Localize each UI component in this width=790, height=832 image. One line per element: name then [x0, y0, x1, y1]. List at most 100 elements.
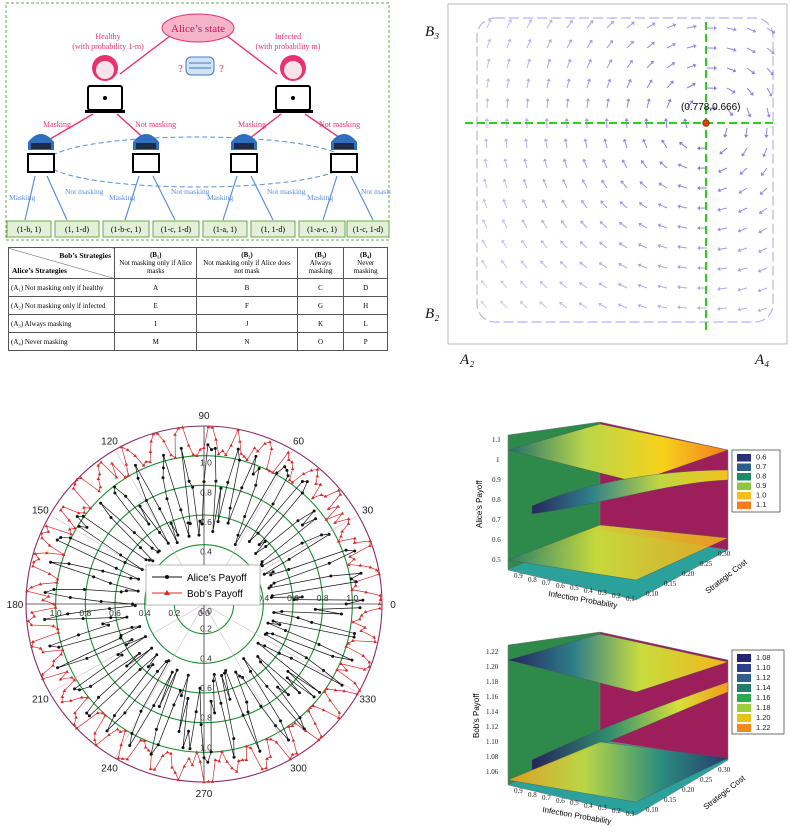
alice-point	[130, 626, 133, 629]
alice-point	[206, 761, 209, 764]
column-header-b1: (B₁)Not masking only if Alice masks	[115, 248, 197, 279]
field-arrowhead	[697, 286, 700, 290]
field-arrow	[507, 22, 510, 28]
colorbar-label: 1.22	[756, 723, 771, 732]
field-arrowhead	[657, 284, 660, 288]
x-tick: 0.8	[528, 576, 537, 584]
field-arrowhead	[503, 158, 507, 161]
field-arrow	[767, 68, 772, 73]
field-arrow	[563, 222, 567, 228]
field-arrowhead	[545, 118, 549, 121]
alice-point	[113, 714, 116, 717]
field-arrow	[607, 42, 611, 48]
alice-point	[198, 520, 201, 523]
field-arrowhead	[565, 118, 569, 121]
field-arrowhead	[697, 166, 700, 170]
alice-point	[187, 674, 190, 677]
table-cell: A	[115, 279, 197, 297]
bob-point	[214, 438, 218, 441]
bob-point	[45, 551, 49, 554]
field-arrow	[720, 288, 727, 289]
column-header-b3: (B₃)Always masking	[297, 248, 344, 279]
healthy-label: Healthy	[95, 32, 120, 41]
field-arrow	[607, 62, 610, 68]
colorbar-swatch	[737, 704, 751, 712]
field-arrowhead	[586, 98, 590, 101]
angle-tick: 270	[196, 789, 213, 800]
bob-point	[352, 557, 356, 560]
field-arrow	[660, 286, 667, 288]
x-tick: 0.1	[626, 595, 635, 603]
alice-point	[147, 523, 150, 526]
alice-point	[148, 559, 151, 562]
field-arrow	[605, 141, 607, 148]
field-arrow	[722, 148, 727, 153]
bob-point	[57, 631, 61, 634]
alice-point	[283, 465, 286, 468]
x-tick: 0.4	[584, 802, 593, 810]
bob-point	[56, 577, 60, 580]
alice-point	[213, 673, 216, 676]
alice-point	[242, 657, 245, 660]
alice-point	[287, 693, 290, 696]
alice-point	[99, 502, 102, 505]
z-tick: 0.7	[492, 516, 501, 524]
field-arrow	[485, 181, 487, 188]
field-arrowhead	[693, 24, 696, 28]
alice-point	[57, 646, 60, 649]
table-cell: M	[115, 333, 197, 351]
field-arrow	[562, 283, 567, 288]
field-arrow	[741, 188, 747, 192]
y-tick: 0.30	[718, 550, 731, 558]
alice-point	[139, 668, 142, 671]
field-arrow	[727, 28, 734, 30]
alice-point	[261, 560, 264, 563]
alice-point	[73, 687, 76, 690]
payoff-7: (1-c, 1-d)	[353, 225, 384, 234]
field-arrow	[647, 101, 649, 108]
alice-point	[131, 603, 134, 606]
alice-point	[224, 669, 227, 672]
alice-point	[355, 580, 358, 583]
field-arrowhead	[677, 225, 680, 229]
field-arrowhead	[606, 98, 610, 101]
field-arrow	[507, 41, 509, 48]
z-axis-label: Alice's Payoff	[475, 480, 484, 528]
alice-point	[272, 620, 275, 623]
y-tick: 0.20	[682, 570, 695, 578]
alice-point	[286, 670, 289, 673]
field-arrow	[747, 108, 749, 115]
field-arrow	[567, 42, 570, 48]
alice-point	[217, 520, 220, 523]
bob-point	[107, 733, 111, 736]
y-tick: 0.15	[664, 580, 677, 588]
colorbar-label: 0.7	[756, 462, 766, 471]
bob-point	[99, 485, 103, 488]
bob-point	[173, 433, 177, 436]
alice-point	[270, 584, 273, 587]
alice-point	[107, 624, 110, 627]
field-arrowhead	[764, 135, 768, 138]
bob-point	[347, 517, 351, 520]
alice-point	[285, 469, 288, 472]
alice-point	[144, 635, 147, 638]
alice-point	[101, 622, 104, 625]
bob-point	[269, 755, 273, 758]
alice-point	[171, 671, 174, 674]
alice-point	[43, 618, 46, 621]
legend-bob: Bob’s Payoff	[187, 589, 243, 600]
field-arrow	[742, 168, 747, 173]
equilibrium-point	[703, 120, 709, 126]
table-cell: L	[344, 315, 388, 333]
alice-point	[69, 536, 72, 539]
table-cell: B	[197, 279, 297, 297]
table-cell: E	[115, 297, 197, 315]
alice-point	[232, 737, 235, 740]
field-arrow	[507, 61, 509, 68]
table-corner: Bob’s Strategies Alice’s Strategies	[9, 248, 115, 279]
bob-point	[98, 472, 102, 475]
bob-point	[202, 446, 206, 449]
alice-point	[85, 657, 88, 660]
alice-healthy-avatar	[85, 55, 125, 113]
alice-point	[279, 719, 282, 722]
